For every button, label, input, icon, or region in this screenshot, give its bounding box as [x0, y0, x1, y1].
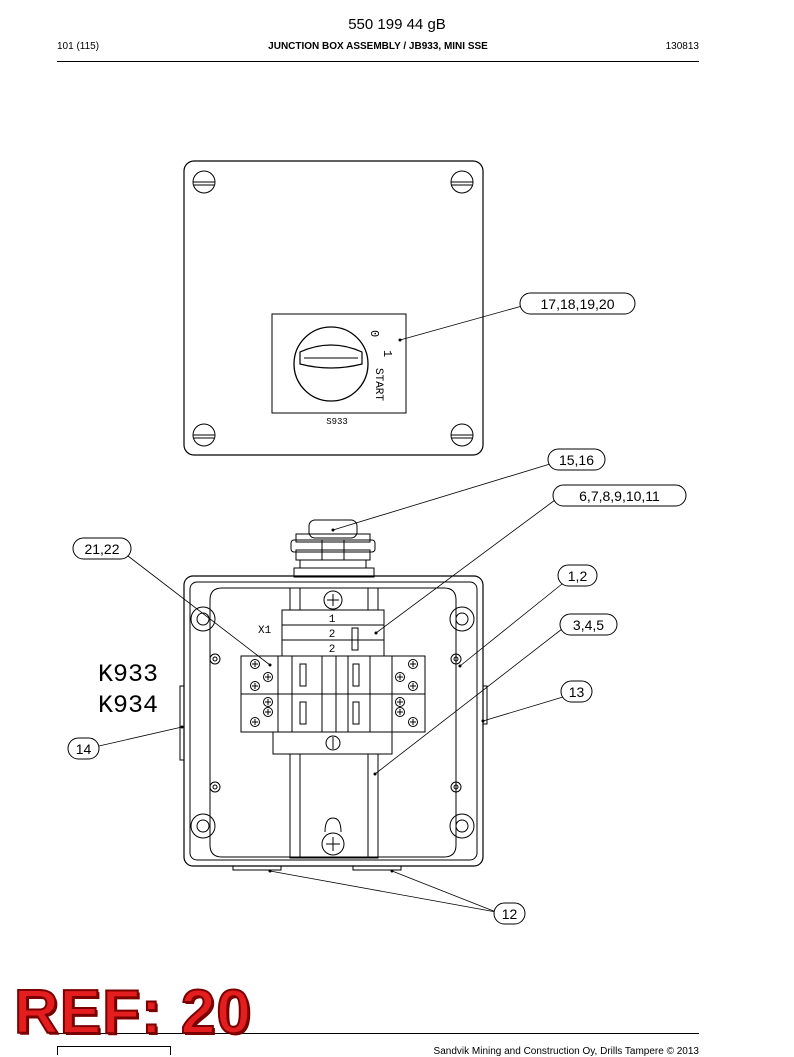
callout-text: 3,4,5 — [573, 617, 604, 633]
junction-box-body: X1 1 2 2 — [179, 519, 488, 871]
corner-hole-icon — [449, 606, 475, 632]
callout-1-2: 1,2 — [557, 564, 598, 587]
corner-hole-icon — [190, 606, 216, 632]
footer-rule — [57, 1033, 699, 1034]
date-code: 130813 — [665, 41, 699, 52]
page-title: JUNCTION BOX ASSEMBLY / JB933, MINI SSE — [268, 41, 488, 52]
footer-copyright: Sandvik Mining and Construction Oy, Dril… — [433, 1046, 699, 1057]
relay-block — [240, 655, 426, 733]
callout-text: 12 — [502, 906, 518, 922]
callout-text: 21,22 — [84, 541, 119, 557]
terminal-row: 2 — [329, 644, 336, 656]
callout-text: 17,18,19,20 — [541, 296, 615, 312]
switch-pos-0: 0 — [367, 330, 381, 337]
lid-screw-icon — [192, 170, 216, 194]
callout-12: 12 — [493, 902, 526, 925]
cable-gland — [290, 519, 376, 578]
callout-3-5: 3,4,5 — [559, 613, 618, 636]
switch-plate — [271, 313, 407, 414]
callout-text: 13 — [569, 684, 585, 700]
corner-hole-icon — [190, 813, 216, 839]
lid-screw-icon — [192, 423, 216, 447]
callout-text: 6,7,8,9,10,11 — [579, 488, 660, 504]
junction-box-lid: 0 1 START S933 — [183, 160, 484, 456]
lid-screw-icon — [450, 170, 474, 194]
relay-label-k933: K933 — [98, 660, 158, 689]
callout-17-20: 17,18,19,20 — [519, 292, 636, 315]
lid-screw-icon — [450, 423, 474, 447]
rotary-switch-icon — [293, 326, 369, 402]
rail-screw-icon — [321, 817, 345, 856]
callout-text: 14 — [76, 741, 92, 757]
rail-screw-icon — [323, 590, 343, 610]
terminal-row: 2 — [329, 629, 336, 641]
page-number: 101 (115) — [57, 41, 100, 52]
callout-text: 15,16 — [559, 452, 594, 468]
callout-text: 1,2 — [568, 568, 588, 584]
switch-pos-1: 1 — [380, 350, 394, 357]
leader-lines — [98, 305, 564, 913]
terminal-row: 1 — [329, 614, 336, 626]
switch-pos-start: START — [372, 368, 384, 401]
end-stop-screw-icon — [325, 735, 341, 751]
callout-14: 14 — [67, 737, 100, 760]
document-number: 550 199 44 gB — [348, 16, 446, 33]
header-rule — [57, 61, 699, 62]
callout-21-22: 21,22 — [72, 537, 132, 560]
terminal-strip — [281, 609, 385, 657]
sandvik-logo — [57, 1046, 171, 1055]
callout-6-11: 6,7,8,9,10,11 — [552, 484, 687, 507]
callout-15-16: 15,16 — [547, 448, 606, 471]
corner-hole-icon — [449, 813, 475, 839]
relay-label-k934: K934 — [98, 691, 158, 720]
relay-terminal-icon — [250, 659, 418, 727]
ref-stamp: REF: 20 — [13, 978, 252, 1047]
terminal-strip-label: X1 — [258, 625, 272, 637]
leader-dots — [180, 338, 485, 873]
switch-label: S933 — [326, 417, 348, 427]
callout-13: 13 — [560, 680, 593, 703]
